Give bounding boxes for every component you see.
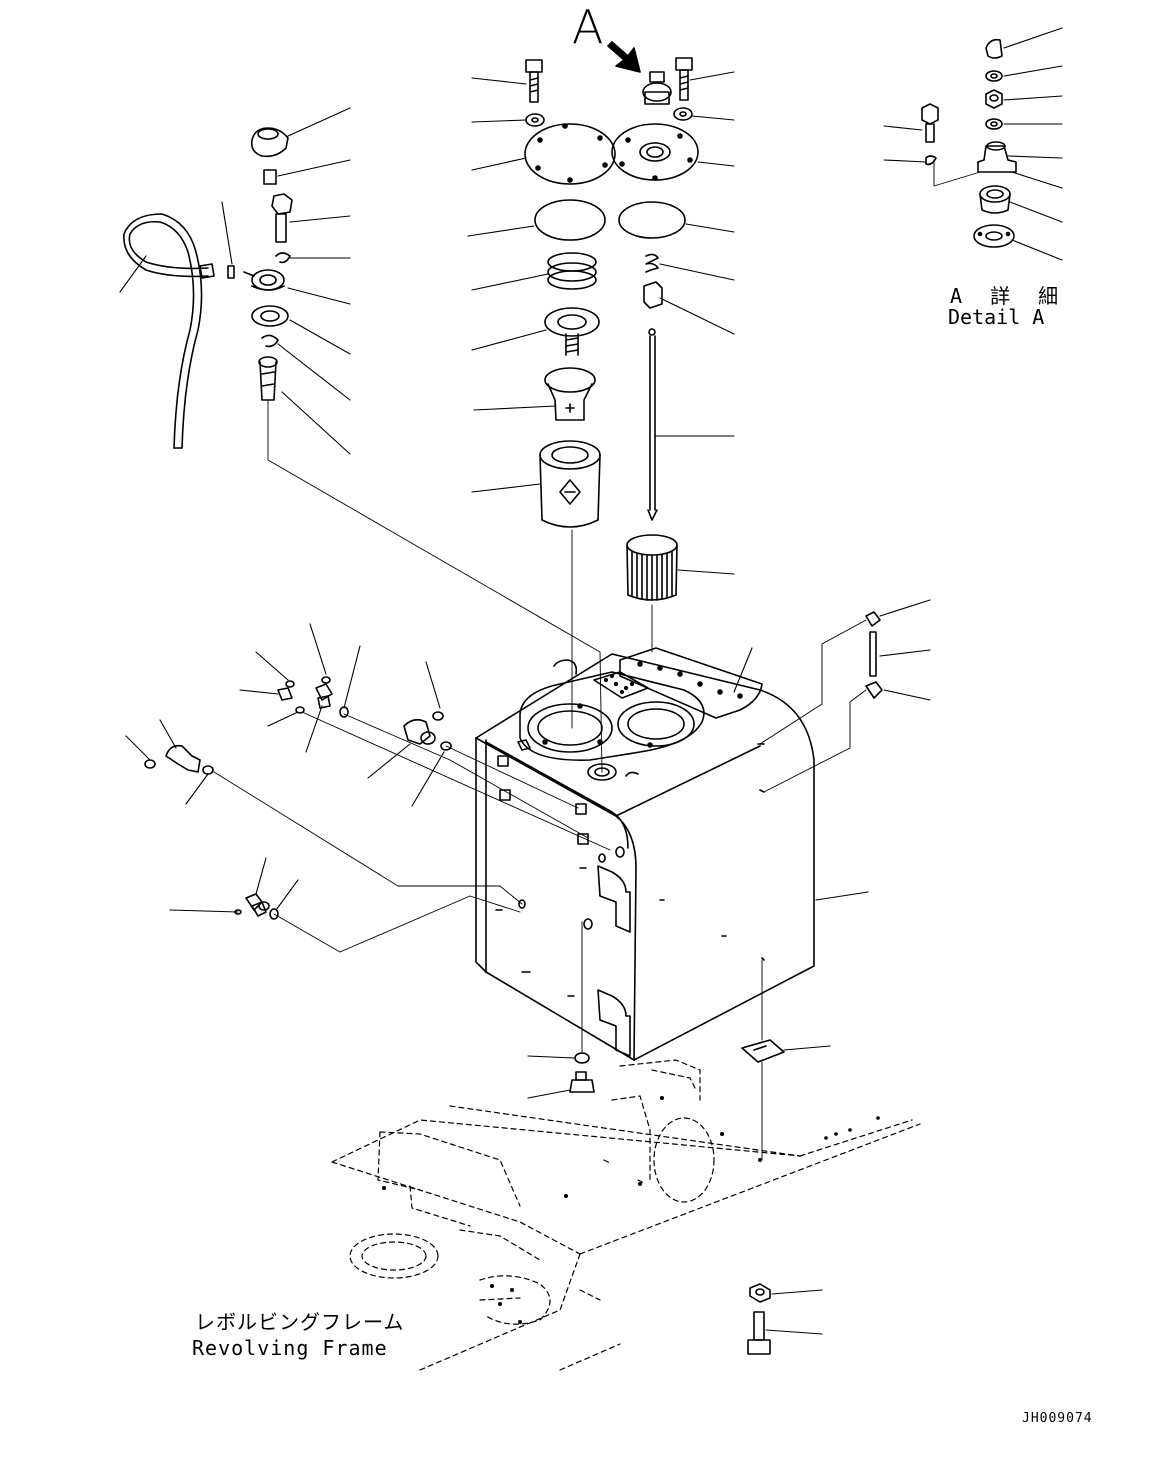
left-cover-bolt	[525, 59, 543, 103]
right-spring	[645, 253, 659, 273]
sensor-fittings	[234, 893, 279, 920]
revolving-frame-label-japanese: レボルビングフレーム	[195, 1310, 405, 1334]
right-tank-cover	[611, 123, 699, 181]
strainer-valve	[544, 307, 600, 356]
breather-cap	[642, 71, 672, 105]
hydraulic-tank	[475, 647, 815, 1061]
assembly-lines	[213, 159, 981, 1161]
level-gauge-top	[865, 611, 881, 627]
filler-strainer	[258, 356, 278, 401]
filler-neck	[243, 269, 285, 291]
filler-clip	[275, 252, 291, 264]
revolving-frame	[331, 1059, 921, 1371]
left-cover-washer	[525, 113, 545, 127]
hose-clamp	[227, 265, 235, 279]
view-marker-letter: A	[572, 0, 604, 54]
shim-plate	[741, 1039, 785, 1063]
bottom-o-ring	[574, 1052, 590, 1064]
mount-bolt	[747, 1311, 771, 1355]
right-cover-gasket	[618, 201, 686, 239]
plug-fitting-small	[277, 676, 349, 718]
detail-a-cap	[985, 38, 1003, 59]
left-tank-cover	[524, 123, 616, 185]
view-arrow-a	[607, 41, 641, 73]
suction-strainer	[626, 534, 678, 601]
left-cover-gasket	[534, 199, 606, 241]
frame-holes	[382, 1096, 880, 1324]
detail-a-base-plate	[973, 224, 1015, 248]
breather-hose	[123, 213, 215, 449]
right-cover-bolt	[675, 57, 693, 101]
suction-nut	[643, 281, 663, 309]
oil-filler-cap	[250, 127, 289, 158]
filler-nut	[263, 169, 277, 185]
detail-a-bolt	[921, 103, 939, 143]
bottom-drain-plug	[569, 1071, 595, 1093]
right-cover-washer	[673, 107, 693, 121]
detail-a-label-english: Detail A	[948, 305, 1045, 329]
level-gauge-tube	[869, 631, 877, 677]
elbow-fitting	[144, 744, 214, 775]
detail-a-washer-2	[985, 118, 1003, 130]
spring-cage	[547, 252, 597, 290]
revolving-frame-label-english: Revolving Frame	[192, 1336, 388, 1360]
detail-a-label-japanese: A 詳 細	[950, 284, 1067, 308]
leader-lines	[119, 27, 1063, 1335]
detail-a-nut	[985, 89, 1003, 109]
mount-nut	[749, 1283, 771, 1303]
detail-a-element	[979, 185, 1011, 214]
filler-snap-ring	[261, 334, 279, 348]
drawing-id: JH009074	[1022, 1411, 1093, 1426]
detail-a-lock-washer	[925, 155, 937, 166]
filler-gasket	[251, 305, 289, 327]
level-gauge-bottom	[865, 681, 883, 699]
detail-a-washer-1	[985, 70, 1003, 82]
detail-a-breather-body	[977, 141, 1017, 173]
drain-fitting	[403, 711, 452, 751]
suction-rod	[647, 328, 658, 521]
return-filter-element	[539, 440, 601, 528]
strainer-bowl	[544, 367, 596, 421]
filler-bolt	[271, 193, 293, 243]
